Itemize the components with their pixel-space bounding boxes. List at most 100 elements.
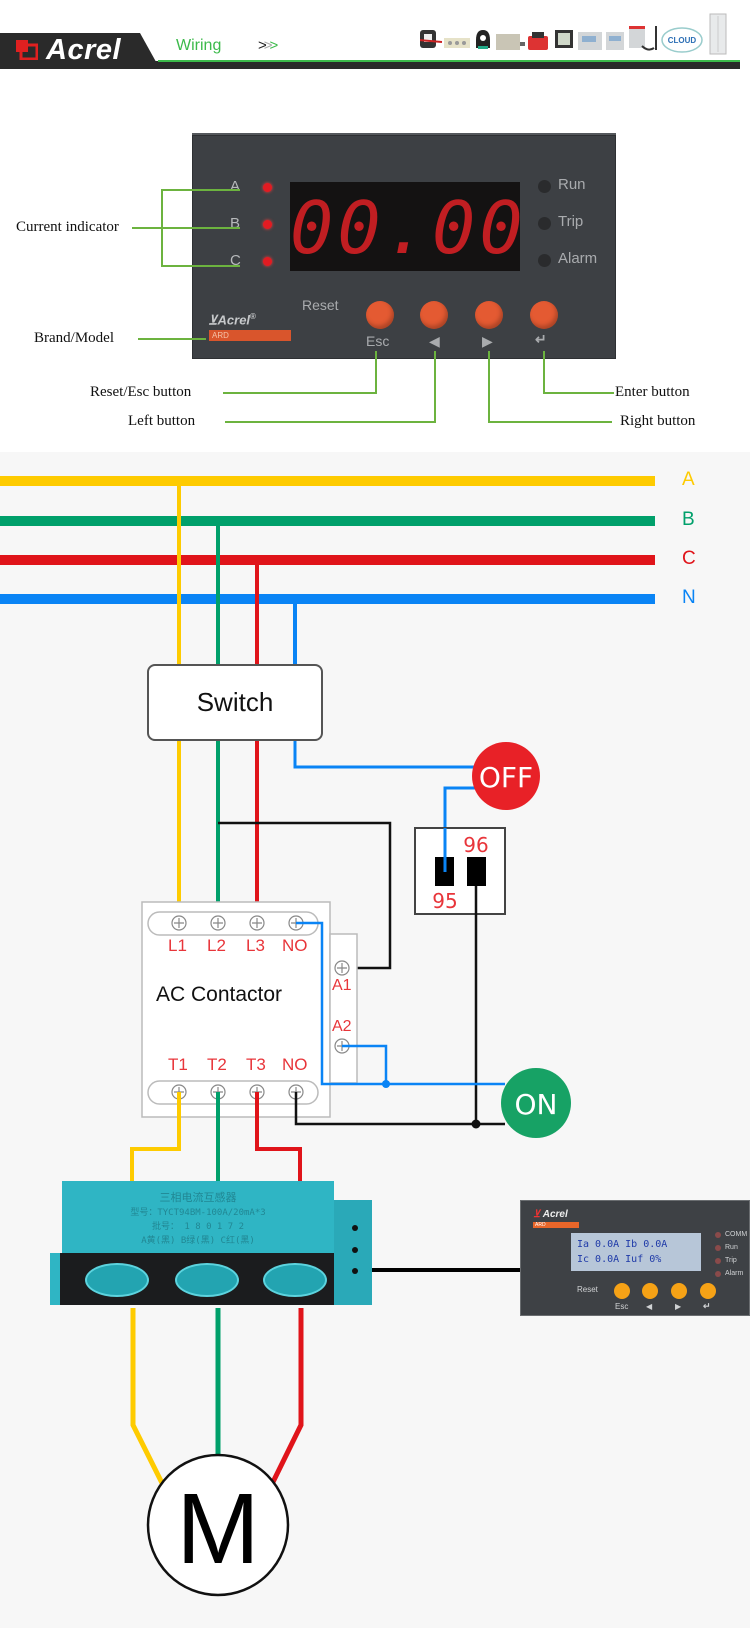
bus-bar-a: [0, 476, 655, 486]
callout-enter-button: Enter button: [615, 384, 690, 400]
ct-mounting-bracket: [334, 1200, 372, 1305]
phase-label-a: A: [682, 469, 695, 490]
enter-button[interactable]: [530, 301, 558, 329]
device-brand-text: Acrel: [217, 312, 251, 328]
registered-mark: ®: [250, 312, 256, 321]
phase-label-n: N: [682, 587, 696, 608]
terminal-l2-label: L2: [207, 936, 226, 955]
bus-bar-b: [0, 516, 655, 526]
meter-alarm-label: Alarm: [725, 1270, 744, 1277]
meter-run-label: Run: [725, 1244, 738, 1251]
junction-dot-black: [471, 1119, 481, 1129]
enter-button-leader: [543, 351, 614, 394]
meter-enter-button[interactable]: [700, 1283, 716, 1299]
meter-left-arrow-icon: ◀: [646, 1302, 653, 1311]
ct-batch: 批号： 1 8 0 1 7 2: [151, 1222, 245, 1232]
wire-t1-to-ct: [130, 1092, 181, 1181]
ct-model: 型号：TYCT94BM-100A/20mA*3: [130, 1208, 266, 1218]
left-button[interactable]: [420, 301, 448, 329]
meter-esc-button[interactable]: [614, 1283, 630, 1299]
ct-title: 三相电流互感器: [159, 1191, 237, 1204]
display-value: 00.00: [290, 186, 527, 270]
ct-hole-c: [263, 1263, 327, 1297]
on-button[interactable]: [501, 1068, 571, 1138]
right-arrow-icon: ▶: [482, 333, 493, 349]
left-button-leader: [225, 351, 436, 423]
terminal-l1-label: L1: [168, 936, 187, 955]
run-label: Run: [558, 176, 586, 193]
terminal-a2-label: A2: [332, 1018, 352, 1035]
busbar-ct-icon: [444, 38, 470, 48]
wire-b-to-a1: [218, 821, 392, 970]
bus-bars: [0, 476, 655, 604]
meter-left-button[interactable]: [642, 1283, 658, 1299]
header-bar: [150, 61, 740, 69]
meter-brand-mark-icon: ⊻: [533, 1209, 543, 1220]
indicator-label-c: C: [230, 252, 241, 269]
din-meter-icon: [606, 32, 624, 50]
meter-esc-label: Esc: [615, 1302, 629, 1311]
meter-alarm-led: [715, 1271, 721, 1277]
lcd-row-2: Ic 0.0A Iuf 0%: [577, 1254, 662, 1265]
panel-meter-icon: [555, 30, 573, 48]
device-model-label: ARD: [209, 330, 291, 341]
meter-run-led: [715, 1245, 721, 1251]
terminal-t1-label: T1: [168, 1055, 188, 1074]
screw-cross-icon: [174, 918, 184, 928]
gateway-antenna-icon: [629, 26, 657, 51]
callout-left-button: Left button: [128, 413, 196, 429]
left-arrow-icon: ◀: [429, 333, 440, 349]
meter-trip-led: [715, 1258, 721, 1264]
indicator-label-a: A: [230, 178, 241, 195]
indicator-led-a: [263, 183, 272, 192]
bus-bar-c: [0, 555, 655, 565]
terminal-l3-label: L3: [246, 936, 265, 955]
terminal-96-label: 96: [463, 833, 488, 857]
reset-esc-leader: [223, 351, 377, 394]
right-button[interactable]: [475, 301, 503, 329]
ct-hole-b: [175, 1263, 239, 1297]
main-switch: Switch: [147, 664, 323, 741]
meter-trip-label: Trip: [725, 1257, 737, 1264]
comm-label: COMM: [725, 1231, 748, 1238]
wire-a2-to-on: [342, 1044, 388, 1084]
wire-a-to-motor: [130, 1308, 166, 1487]
acrel-logo-icon: [16, 40, 38, 60]
ct-window-face: [50, 1253, 335, 1305]
meter-right-button[interactable]: [671, 1283, 687, 1299]
wire-n-to-off: [293, 741, 480, 769]
meter-reset-label: Reset: [577, 1285, 598, 1294]
indicator-label-b: B: [230, 215, 241, 232]
ard-motor-protector: ⊻ Acrel ARD Ia 0.0A Ib 0.0A Ic 0.0A Iuf …: [520, 1200, 750, 1316]
chevrons-icon: >>>: [258, 37, 278, 54]
brand-mark-icon: ⊻: [208, 312, 218, 328]
esc-label: Esc: [366, 333, 390, 349]
meter-model: ARD: [533, 1222, 579, 1228]
split-core-ct-icon: [420, 30, 443, 48]
product-strip: CLOUD: [420, 13, 727, 55]
wire-no-to-on: [296, 921, 505, 1086]
off-button[interactable]: [472, 742, 540, 810]
callout-current-indicator: Current indicator: [16, 219, 119, 235]
callout-lines: [132, 189, 614, 423]
bus-bar-n: [0, 594, 655, 604]
meter-lcd: Ia 0.0A Ib 0.0A Ic 0.0A Iuf 0%: [571, 1233, 701, 1271]
enter-icon: ↵: [535, 331, 547, 347]
meter-brand: ⊻ Acrel: [533, 1209, 568, 1220]
meter-module-icon: [496, 34, 525, 50]
reset-label: Reset: [302, 297, 339, 313]
phase-label-c: C: [682, 548, 696, 569]
cabinet-icon: [709, 13, 727, 55]
right-button-leader: [488, 351, 612, 423]
trip-label: Trip: [558, 213, 584, 230]
motor-label: M: [176, 1473, 259, 1585]
page-header: Acrel Wiring >>> CLOUD: [0, 0, 750, 75]
wire-no-bottom-to-on: [294, 1092, 505, 1126]
terminal-t3-label: T3: [246, 1055, 266, 1074]
alarm-label: Alarm: [558, 250, 598, 267]
esc-button[interactable]: [366, 301, 394, 329]
on-label: ON: [515, 1088, 558, 1121]
svg-text:CLOUD: CLOUD: [668, 36, 697, 45]
current-transformer-body: 三相电流互感器 型号：TYCT94BM-100A/20mA*3 批号： 1 8 …: [62, 1181, 334, 1253]
terminal-95-label: 95: [432, 889, 457, 913]
